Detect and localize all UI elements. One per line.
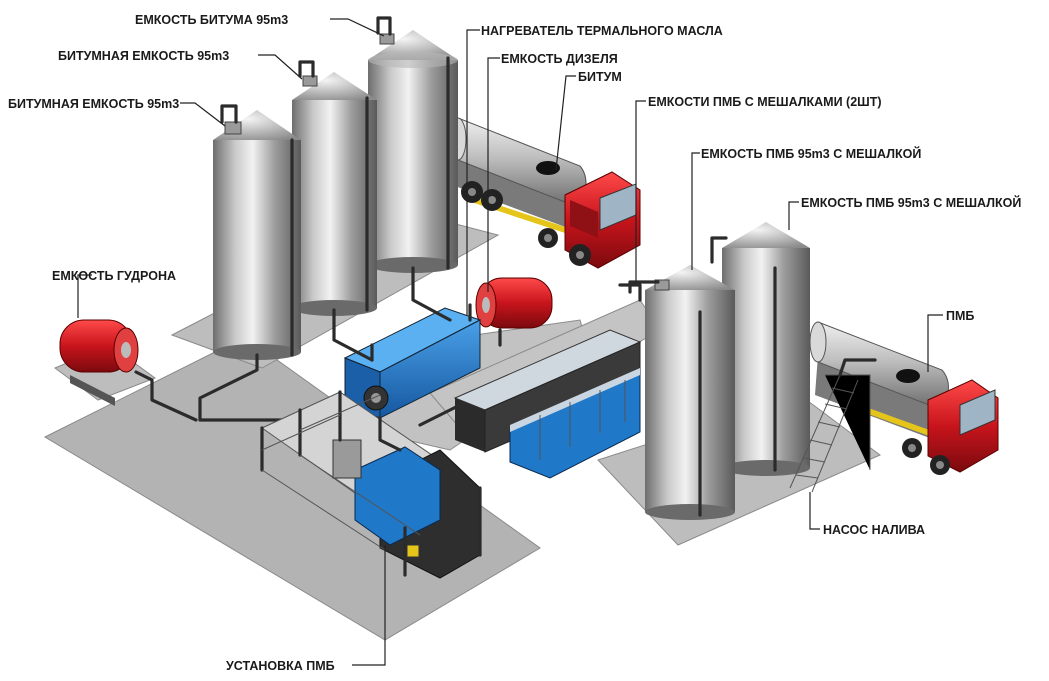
tar-tank: [59, 319, 198, 422]
label-bitumen-tank-2: БИТУМНАЯ ЕМКОСТЬ 95m3: [58, 49, 229, 63]
bitumen-tank-1: [213, 104, 301, 360]
bitumen-tank-2: [291, 60, 377, 316]
pmb-unit: [260, 390, 482, 579]
hatch-icon: [536, 161, 560, 175]
pmb-tank-mixer-2: [710, 222, 810, 476]
callout-labels: ЕМКОСТЬ БИТУМА 95m3 БИТУМНАЯ ЕМКОСТЬ 95m…: [8, 13, 1021, 673]
label-diesel-tank: ЕМКОСТЬ ДИЗЕЛЯ: [501, 52, 618, 66]
pmb-tanker-truck: [809, 321, 999, 475]
bitumen-tank-3: [368, 16, 458, 273]
access-stair: [789, 358, 877, 493]
label-pmb: ПМБ: [946, 309, 974, 323]
label-bitumen-tank-1: ЕМКОСТЬ БИТУМА 95m3: [135, 13, 288, 27]
label-tar-tank: ЕМКОСТЬ ГУДРОНА: [52, 269, 176, 283]
label-thermal-oil-heater: НАГРЕВАТЕЛЬ ТЕРМАЛЬНОГО МАСЛА: [481, 24, 723, 38]
label-bitumen: БИТУМ: [578, 70, 622, 84]
label-pmb-tank-mixer-1: ЕМКОСТЬ ПМБ 95m3 С МЕШАЛКОЙ: [701, 146, 921, 161]
label-pmb-unit: УСТАНОВКА ПМБ: [226, 659, 335, 673]
label-pmb-tank-mixer-2: ЕМКОСТЬ ПМБ 95m3 С МЕШАЛКОЙ: [801, 195, 1021, 210]
hatch-icon: [896, 369, 920, 383]
label-bitumen-tank-3: БИТУМНАЯ ЕМКОСТЬ 95m3: [8, 97, 179, 111]
label-pmb-tanks-mixers: ЕМКОСТИ ПМБ С МЕШАЛКАМИ (2ШТ): [648, 95, 882, 109]
leader-lines: [77, 18, 943, 666]
diesel-tank: [475, 277, 553, 347]
label-loading-pump: НАСОС НАЛИВА: [823, 523, 925, 537]
bitumen-tanker-truck: [449, 117, 641, 269]
pmb-tank-mixer-1: [628, 265, 735, 520]
piping-network: [198, 266, 642, 427]
process-tanks-row: [453, 329, 642, 479]
